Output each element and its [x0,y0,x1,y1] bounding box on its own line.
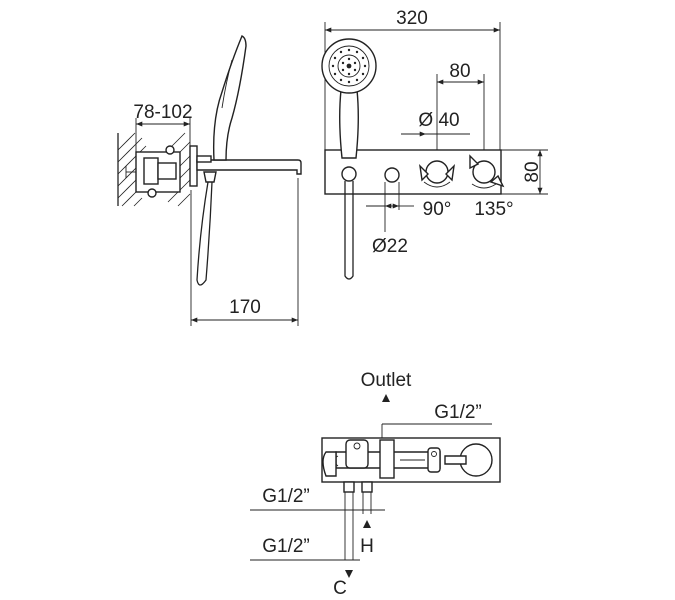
dim-height: 80 [522,161,543,182]
front-view: 320 80 Ø 40 [321,8,548,280]
hot-thread: G1/2” [262,486,310,507]
cold-arrow [345,570,353,578]
outlet-arrow [382,394,390,402]
dim-button-diameter: Ø22 [372,236,408,257]
outlet-label: Outlet [361,370,412,391]
diverter-button [384,167,400,183]
hot-label: H [360,536,374,557]
dim-overall-width: 320 [396,8,428,29]
dim-handle-diameter: Ø 40 [418,110,459,131]
outlet-thread: G1/2” [434,402,482,423]
spout [196,159,302,175]
cold-thread: G1/2” [262,536,310,557]
hose [196,181,213,286]
handle-right [469,154,505,189]
angle-left: 90° [423,199,452,220]
hand-shower-handle [339,89,359,159]
hose-front [344,181,354,280]
spray-dots [331,48,367,84]
hand-shower-side [213,35,247,161]
wall-plate [189,145,198,187]
hot-arrow [363,520,371,528]
dim-spout-length: 170 [229,297,261,318]
dim-wall-depth: 78-102 [133,102,192,123]
holder [203,171,217,183]
cold-inlet [343,481,355,493]
cold-label: C [333,578,347,599]
side-view: 78-102 170 [117,35,302,326]
hot-inlet [361,481,373,493]
valve-core [143,157,159,185]
handle-left [419,160,455,188]
dim-handle-spacing: 80 [449,61,470,82]
connection-view: Outlet G1/2” G1/2” H G1/2” C [250,370,501,599]
angle-right: 135° [474,199,513,220]
holder-front [341,166,357,182]
